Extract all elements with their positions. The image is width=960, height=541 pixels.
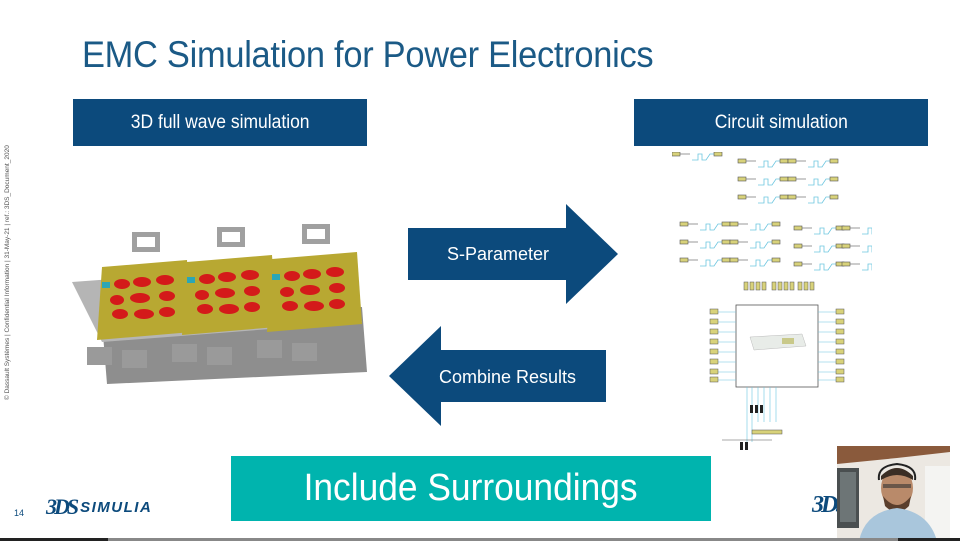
circuit-schematic-image: [672, 152, 872, 450]
presenter-webcam: [837, 446, 950, 541]
banner-label: Include Surroundings: [303, 467, 638, 509]
presenter-video-icon: [837, 446, 950, 541]
combine-results-label: Combine Results: [439, 367, 577, 387]
confidentiality-note: © Dassault Systèmes | Confidential Infor…: [4, 145, 11, 400]
3ds-logo-icon: 3DS: [46, 494, 79, 519]
arrow-right-icon: [408, 204, 618, 304]
header-circuit-simulation: Circuit simulation: [634, 99, 928, 146]
module-cell: [267, 224, 362, 332]
header-3d-label: 3D full wave simulation: [130, 111, 310, 133]
include-surroundings-banner: Include Surroundings: [231, 456, 711, 521]
power-module-3d-image: [72, 224, 367, 384]
slide-title: EMC Simulation for Power Electronics: [82, 34, 654, 75]
ic-package: [749, 333, 807, 351]
s-parameter-label: S-Parameter: [447, 244, 550, 264]
arrow-left-icon: [389, 326, 606, 426]
header-circuit-label: Circuit simulation: [714, 111, 848, 133]
module-cell: [182, 227, 277, 335]
schematic-cell: [672, 152, 723, 161]
bottom-bar: [0, 538, 960, 541]
header-3d-full-wave: 3D full wave simulation: [73, 99, 367, 146]
page-number: 14: [14, 508, 25, 518]
module-cell: [97, 232, 192, 340]
simulia-logo: 3DS SIMULIA: [46, 494, 152, 520]
simulia-wordmark: SIMULIA: [80, 498, 153, 516]
